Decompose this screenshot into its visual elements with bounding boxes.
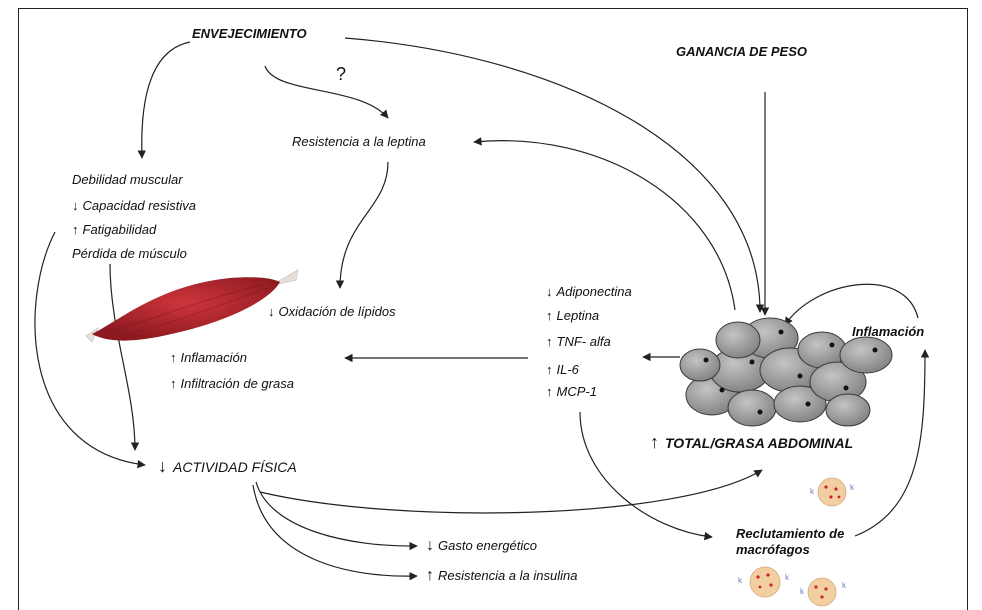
label-macrophage-recruitment-line2: macrófagos — [736, 542, 810, 557]
arrow-mcp1-to-macrophages — [579, 411, 713, 541]
arrow-fat-to-leptin — [473, 137, 736, 311]
macrophage-top: k k — [810, 477, 855, 507]
label-insulin-resistance: ↑Resistencia a la insulina — [426, 567, 578, 584]
arrow-macrophages-to-inflammation — [854, 349, 930, 537]
svg-text:k: k — [785, 573, 790, 582]
up-arrow-icon: ↑ — [546, 362, 553, 377]
label-muscle-inflammation: ↑Inflamación — [170, 350, 247, 365]
label-leptin: ↑Leptina — [546, 308, 600, 323]
macrophage-cells: k k k k k k — [738, 477, 855, 607]
up-arrow-icon: ↑ — [546, 334, 553, 349]
diagram-frame — [18, 8, 968, 610]
up-arrow-icon: ↑ — [546, 308, 553, 323]
label-muscle-weakness: Debilidad muscular — [72, 172, 183, 187]
connector-lines — [34, 37, 930, 581]
label-mcp1: ↑MCP-1 — [546, 384, 597, 399]
arrow-aging-to-leptin — [264, 65, 389, 119]
up-arrow-icon: ↑ — [426, 567, 434, 584]
svg-text:k: k — [850, 483, 855, 492]
label-lipid-oxidation: ↓Oxidación de lípidos — [268, 304, 396, 319]
up-arrow-icon: ↑ — [170, 376, 177, 391]
label-question-mark: ? — [336, 64, 347, 84]
label-resistive-capacity: ↓Capacidad resistiva — [72, 198, 196, 213]
muscle-illustration — [85, 269, 299, 343]
down-arrow-icon: ↓ — [546, 284, 553, 299]
label-macrophage-recruitment-line1: Reclutamiento de — [736, 526, 845, 541]
fat-cell-cluster — [679, 317, 893, 427]
arrow-activity-to-insulin — [252, 484, 418, 581]
label-leptin-resistance: Resistencia a la leptina — [292, 134, 426, 149]
fat-cell-nuclei — [703, 329, 878, 415]
label-energy-expenditure: ↓Gasto energético — [426, 537, 538, 554]
up-arrow-icon: ↑ — [650, 432, 659, 452]
up-arrow-icon: ↑ — [170, 350, 177, 365]
label-adiponectin: ↓Adiponectina — [546, 284, 632, 299]
down-arrow-icon: ↓ — [158, 456, 167, 476]
label-muscle-loss: Pérdida de músculo — [72, 246, 187, 261]
down-arrow-icon: ↓ — [426, 537, 434, 554]
label-aging: ENVEJECIMIENTO — [192, 26, 307, 41]
macrophage-bottom-left: k k — [738, 566, 790, 598]
up-arrow-icon: ↑ — [72, 222, 79, 237]
arrow-activity-to-energy — [255, 481, 418, 551]
arrow-aging-to-fat — [344, 37, 765, 313]
svg-text:k: k — [800, 587, 805, 596]
arrow-activity-to-fat — [259, 469, 763, 514]
label-il6: ↑IL-6 — [546, 362, 579, 377]
label-total-abdominal-fat: ↑TOTAL/GRASA ABDOMINAL — [650, 432, 854, 452]
up-arrow-icon: ↑ — [546, 384, 553, 399]
arrow-muscleloss-to-activity — [109, 263, 140, 451]
macrophage-bottom-right: k k — [800, 577, 847, 607]
arrow-fatigability-to-activity — [34, 231, 146, 469]
label-fat-inflammation: Inflamación — [852, 324, 925, 339]
arrow-aging-to-weakness — [137, 41, 191, 159]
down-arrow-icon: ↓ — [72, 198, 79, 213]
arrow-leptin-to-oxidation — [335, 161, 389, 289]
label-tnf-alpha: ↑TNF- alfa — [546, 334, 611, 349]
label-physical-activity: ↓ACTIVIDAD FÍSICA — [158, 456, 297, 476]
label-weight-gain: GANANCIA DE PESO — [676, 44, 807, 59]
down-arrow-icon: ↓ — [268, 304, 275, 319]
svg-text:k: k — [738, 576, 743, 585]
arrow-inflammation-to-fat — [784, 283, 919, 326]
label-fat-infiltration: ↑Infiltración de grasa — [170, 376, 294, 391]
label-fatigability: ↑Fatigabilidad — [72, 222, 157, 237]
svg-text:k: k — [810, 487, 815, 496]
svg-text:k: k — [842, 581, 847, 590]
